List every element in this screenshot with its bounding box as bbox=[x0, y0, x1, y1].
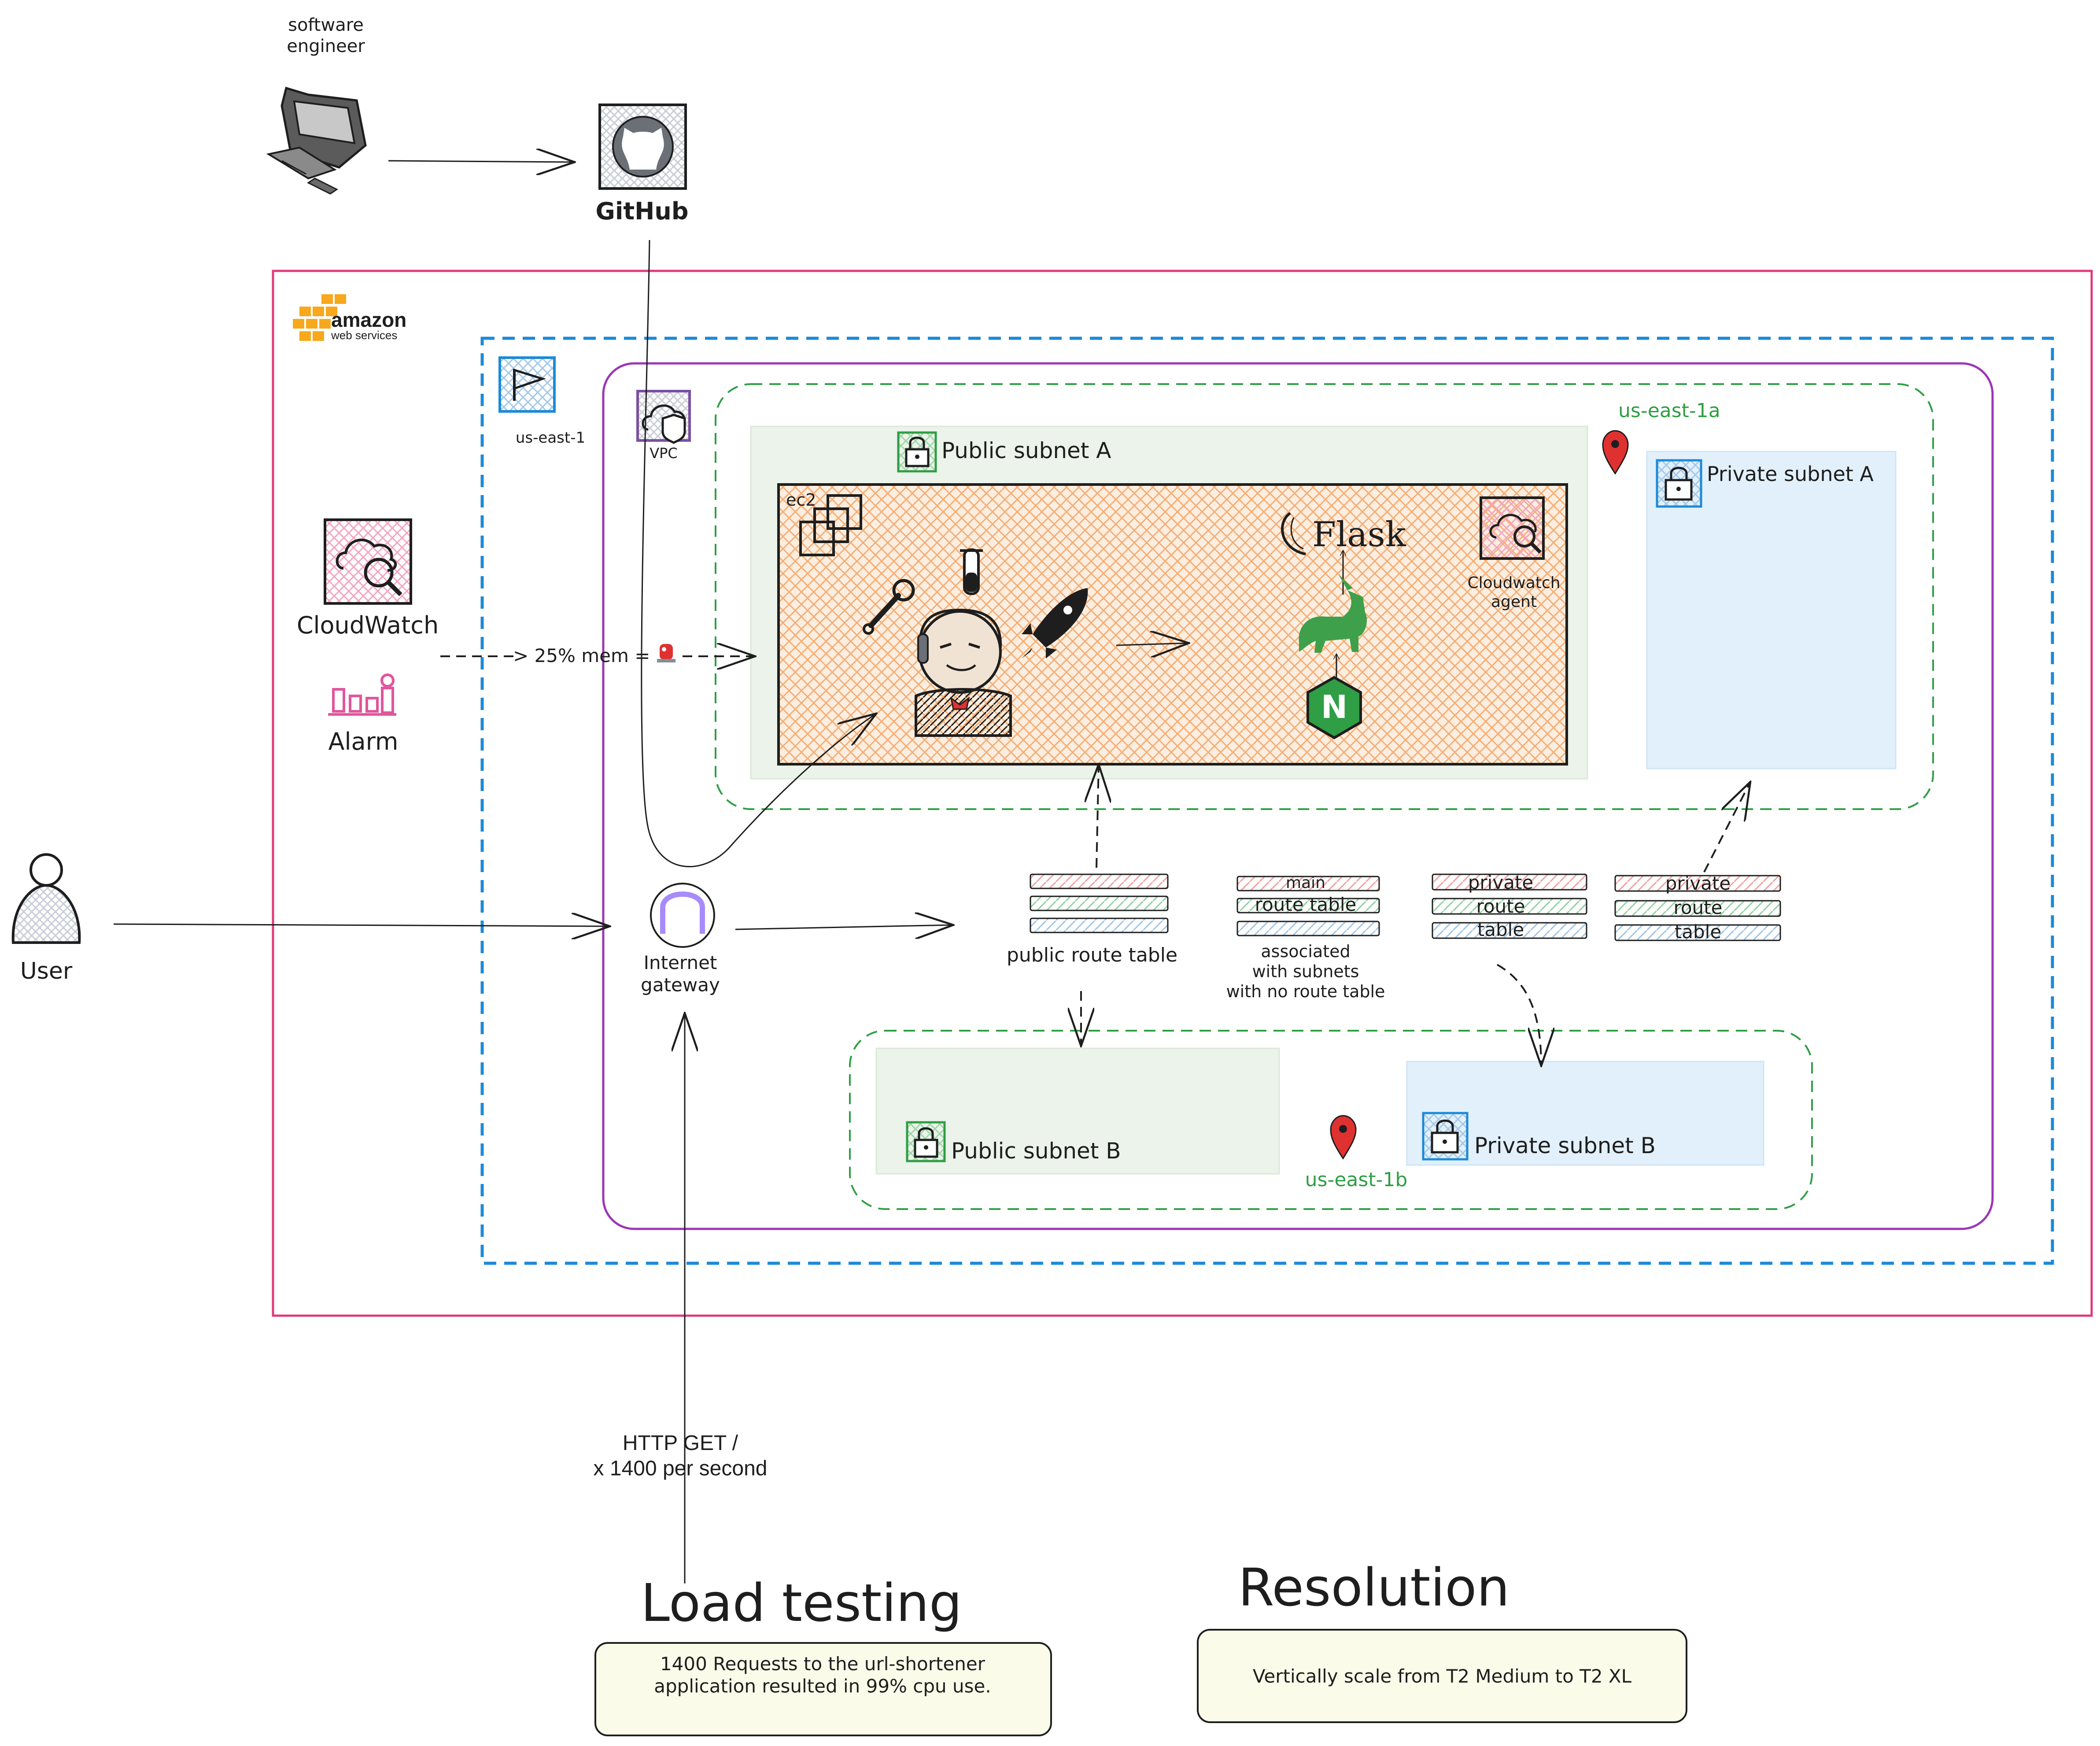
vpc-label: VPC bbox=[650, 445, 678, 462]
arrow-user-to-gateway bbox=[113, 924, 610, 926]
github-icon bbox=[598, 104, 687, 190]
user-icon bbox=[11, 853, 81, 944]
alarm-rule-text: > 25% mem = bbox=[513, 645, 650, 666]
region-boundary bbox=[480, 337, 2054, 1265]
text-line: HTTP GET / bbox=[623, 1432, 738, 1455]
private-route-table-b-line-1: private bbox=[1468, 872, 1534, 893]
aws-logo-sub: web services bbox=[331, 329, 397, 342]
computer-icon bbox=[266, 86, 367, 195]
text-line: x 1400 per second bbox=[594, 1457, 768, 1480]
text-line: Cloudwatch bbox=[1467, 574, 1560, 592]
private-subnet-b-lock-icon bbox=[1422, 1112, 1469, 1161]
text-line: application resulted in 99% cpu use. bbox=[654, 1675, 991, 1697]
az-a-pin-icon bbox=[1602, 430, 1629, 475]
alarm-icon bbox=[328, 673, 396, 716]
aws-logo-main: amazon bbox=[331, 308, 406, 331]
public-route-table-icon bbox=[1030, 873, 1169, 933]
private-route-table-a-line-2: route bbox=[1674, 897, 1723, 918]
main-route-table-icon bbox=[1236, 876, 1380, 936]
alarm-label: Alarm bbox=[328, 728, 399, 755]
http-request-label: HTTP GET /x 1400 per second bbox=[594, 1432, 768, 1480]
private-route-table-b-line-3: table bbox=[1477, 919, 1524, 940]
text-line: associated bbox=[1261, 942, 1350, 961]
internet-gateway-icon bbox=[650, 883, 715, 948]
ec2-instances-icon bbox=[799, 494, 862, 556]
ec2-label: ec2 bbox=[786, 490, 816, 510]
arrow-engineer-to-github bbox=[388, 161, 575, 162]
rocket-icon bbox=[1022, 588, 1088, 658]
availability-zone-a bbox=[715, 383, 1934, 810]
private-route-table-b-line-2: route bbox=[1476, 895, 1525, 917]
resolution-title: Resolution bbox=[1238, 1557, 1510, 1618]
flask-label: Flask bbox=[1312, 515, 1406, 555]
public-subnet-b-lock-icon bbox=[906, 1121, 946, 1162]
az-b-pin-icon bbox=[1330, 1115, 1357, 1160]
vpc-boundary bbox=[602, 362, 1994, 1230]
text-line: Internet bbox=[644, 952, 717, 973]
alarm-bell-icon bbox=[657, 644, 675, 662]
availability-zone-b bbox=[849, 1030, 1813, 1210]
private-route-table-a-line-3: table bbox=[1675, 921, 1721, 943]
text-line: software bbox=[288, 15, 364, 35]
github-to-ec2-line bbox=[641, 240, 876, 867]
jenkins-icon bbox=[915, 608, 1012, 737]
private-subnet-a-lock-icon bbox=[1656, 459, 1702, 508]
nginx-letter: N bbox=[1321, 688, 1347, 725]
resolution-note bbox=[1197, 1629, 1687, 1723]
ec2-hatch bbox=[780, 486, 1565, 763]
arrow-gateway-to-route-table bbox=[735, 925, 953, 929]
github-label: GitHub bbox=[596, 197, 689, 225]
public-subnet-a-lock-icon bbox=[897, 431, 937, 473]
text-line: agent bbox=[1491, 593, 1537, 611]
arrow-private-rt-to-subnet-b bbox=[1497, 964, 1541, 1066]
arrow-private-rt-to-subnet-a bbox=[1703, 782, 1750, 873]
public-subnet-b-label: Public subnet B bbox=[951, 1138, 1121, 1164]
text-line: with no route table bbox=[1226, 982, 1385, 1001]
public-route-table-label: public route table bbox=[1007, 944, 1177, 966]
flask-logo-icon bbox=[1281, 512, 1306, 555]
region-flag-icon bbox=[498, 356, 556, 413]
arrow-public-rt-to-subnet-a bbox=[1096, 764, 1099, 868]
load-testing-title: Load testing bbox=[641, 1572, 962, 1633]
resolution-note-text: Vertically scale from T2 Medium to T2 XL bbox=[1253, 1665, 1632, 1687]
az-b-label: us-east-1b bbox=[1305, 1169, 1408, 1191]
gunicorn-unicorn-icon bbox=[1299, 575, 1367, 653]
az-a-label: us-east-1a bbox=[1618, 400, 1720, 422]
arrow-rocket-to-app bbox=[1116, 643, 1189, 645]
user-label: User bbox=[20, 958, 73, 984]
text-line: gateway bbox=[641, 974, 720, 995]
aws-cubes-icon bbox=[293, 294, 346, 341]
cloudwatch-icon bbox=[324, 518, 412, 605]
test-tube-icon bbox=[960, 548, 983, 595]
nginx-icon bbox=[1307, 676, 1362, 740]
text-line: with subnets bbox=[1252, 962, 1359, 981]
main-route-table-line-1: main bbox=[1286, 874, 1325, 892]
text-line: 1400 Requests to the url-shortener bbox=[660, 1653, 985, 1675]
aws-logo: amazon web services bbox=[293, 294, 406, 342]
cloudwatch-agent-icon bbox=[1480, 496, 1545, 560]
text-line: engineer bbox=[287, 36, 365, 56]
load-testing-note bbox=[594, 1642, 1052, 1736]
aws-cloud-boundary bbox=[272, 270, 2093, 1317]
private-route-table-a-line-1: private bbox=[1665, 873, 1731, 894]
private-subnet-b-label: Private subnet B bbox=[1474, 1133, 1656, 1158]
private-route-table-a-icon bbox=[1614, 875, 1781, 941]
private-route-table-b-icon bbox=[1432, 873, 1587, 939]
main-route-table-line-2: route table bbox=[1255, 894, 1357, 915]
private-subnet-a-label: Private subnet A bbox=[1707, 462, 1874, 486]
region-label: us-east-1 bbox=[516, 429, 585, 447]
vpc-icon bbox=[636, 390, 691, 444]
wrench-icon bbox=[863, 579, 915, 635]
cloudwatch-label: CloudWatch bbox=[297, 611, 439, 639]
public-subnet-a-label: Public subnet A bbox=[941, 438, 1111, 463]
